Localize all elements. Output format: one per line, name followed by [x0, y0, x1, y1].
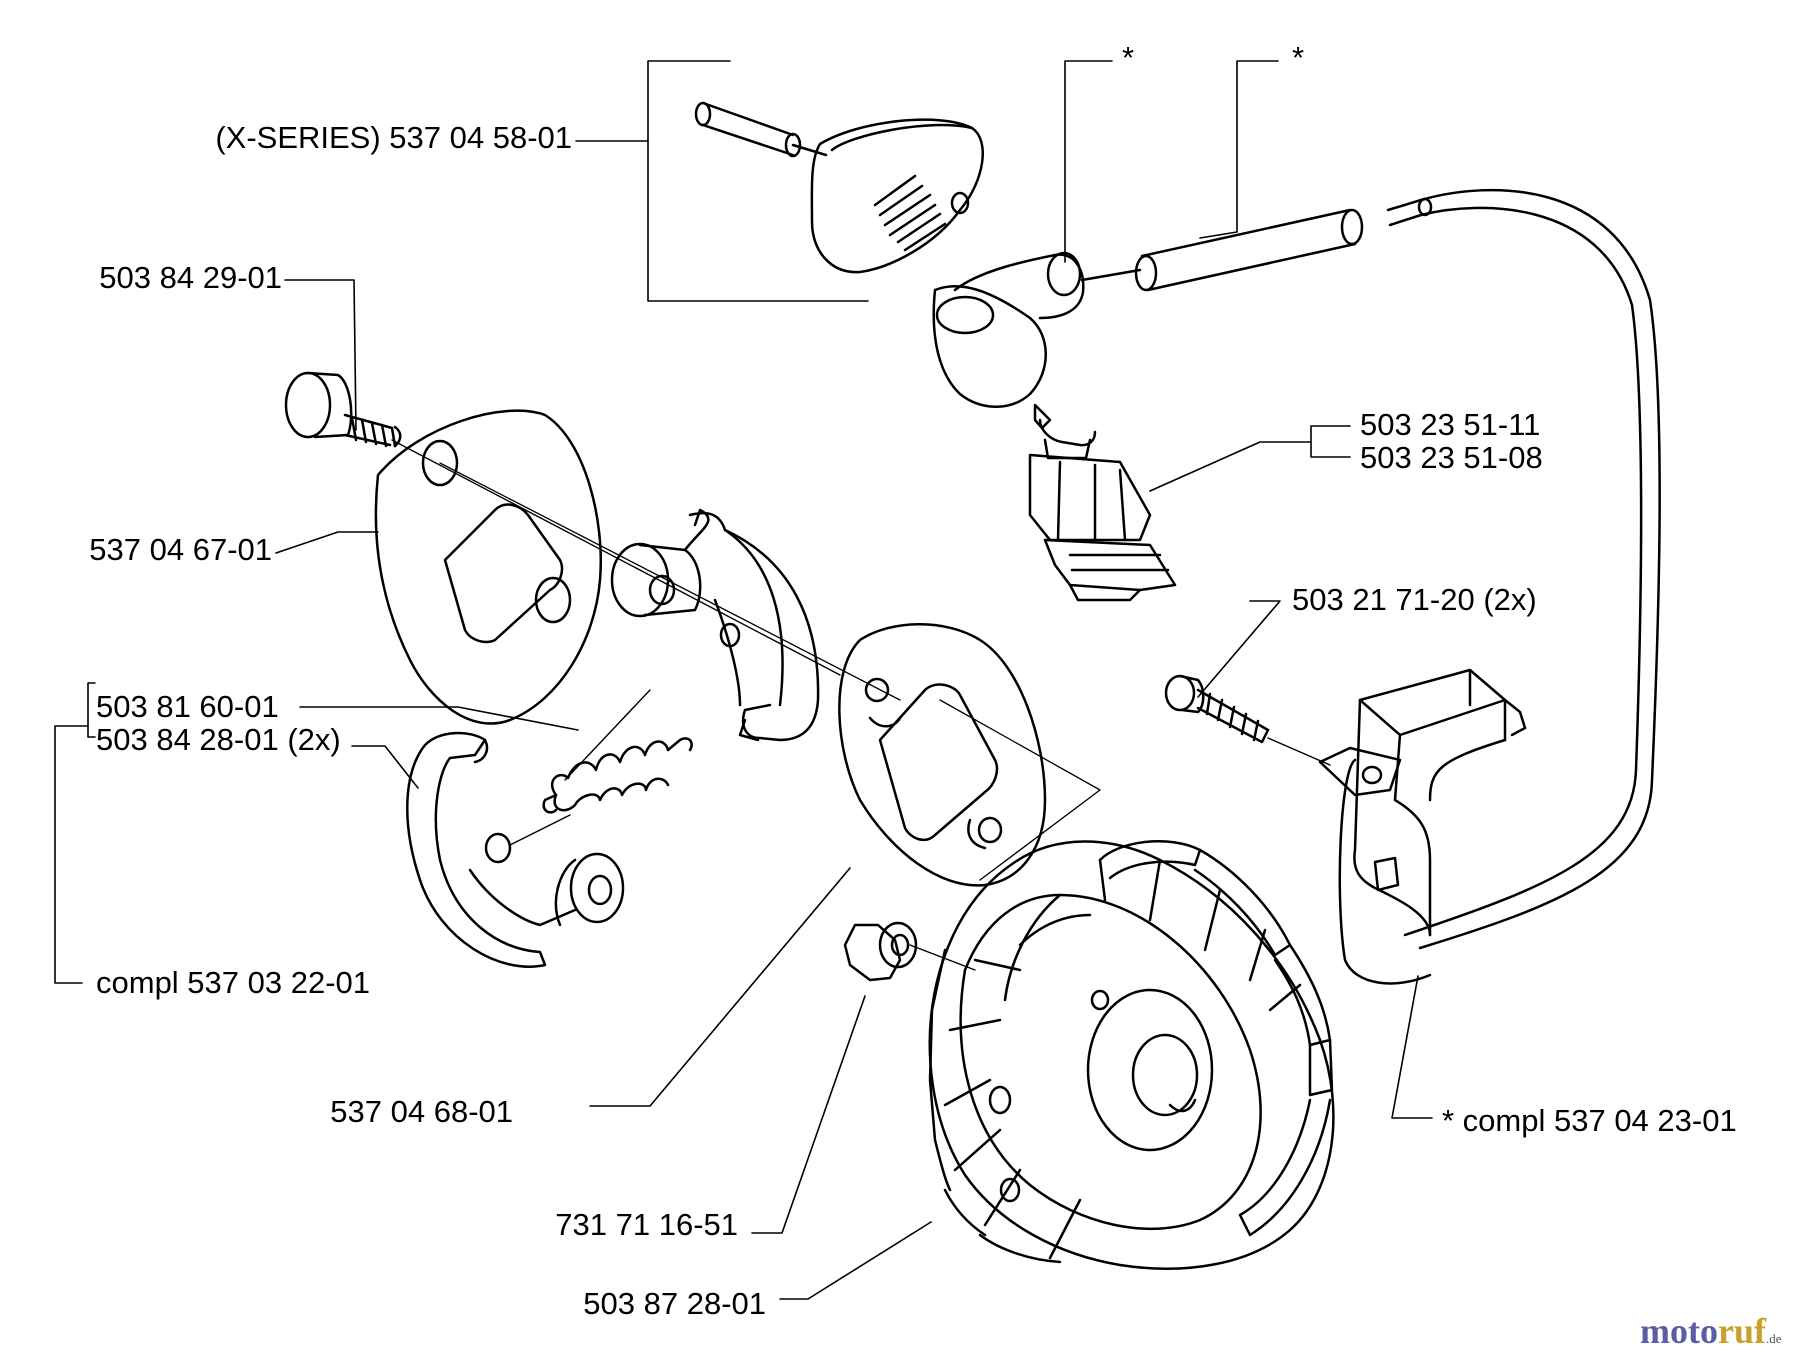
watermark-part-a: moto — [1640, 1311, 1718, 1351]
label-503-87-28-01: 503 87 28-01 — [583, 1286, 766, 1321]
label-x-series-cap: (X-SERIES) 537 04 58-01 — [215, 120, 572, 155]
clutch-spring — [542, 689, 693, 814]
clutch-shoe-lower — [406, 731, 625, 968]
ignition-module — [1318, 668, 1527, 985]
module-screw — [1164, 674, 1331, 766]
label-503-23-51-11: 503 23 51-11 — [1360, 407, 1541, 442]
label-537-04-67-01: 537 04 67-01 — [89, 532, 272, 567]
label-503-23-51-08: 503 23 51-08 — [1360, 440, 1543, 475]
clutch-screw — [284, 371, 841, 676]
spark-plug-cap-assembly — [694, 101, 1661, 950]
label-503-84-28-01: 503 84 28-01 (2x) — [96, 722, 341, 757]
guide-lines — [439, 462, 1101, 881]
label-503-21-71-20: 503 21 71-20 (2x) — [1292, 582, 1537, 617]
spark-plug — [1028, 403, 1177, 602]
label-compl-537-04-23-01: * compl 537 04 23-01 — [1442, 1103, 1737, 1138]
clutch-shoe-upper — [610, 508, 820, 742]
label-asterisk-boot: * — [1122, 40, 1135, 75]
clutch-washer-plate-left — [374, 409, 602, 725]
clutch-washer-plate-right — [838, 623, 1047, 887]
label-asterisk-lead: * — [1292, 40, 1305, 75]
watermark-logo: motoruf.de — [1640, 1310, 1782, 1352]
watermark-part-b: ruf — [1717, 1311, 1766, 1351]
label-537-04-68-01: 537 04 68-01 — [330, 1094, 513, 1129]
label-503-81-60-01: 503 81 60-01 — [96, 689, 279, 724]
watermark-tld: .de — [1765, 1331, 1782, 1346]
label-503-84-29-01: 503 84 29-01 — [99, 260, 282, 295]
flywheel — [928, 840, 1335, 1270]
label-731-71-16-51: 731 71 16-51 — [555, 1207, 738, 1242]
leader-lines — [54, 60, 1433, 1300]
label-compl-537-03-22-01: compl 537 03 22-01 — [96, 965, 371, 1000]
